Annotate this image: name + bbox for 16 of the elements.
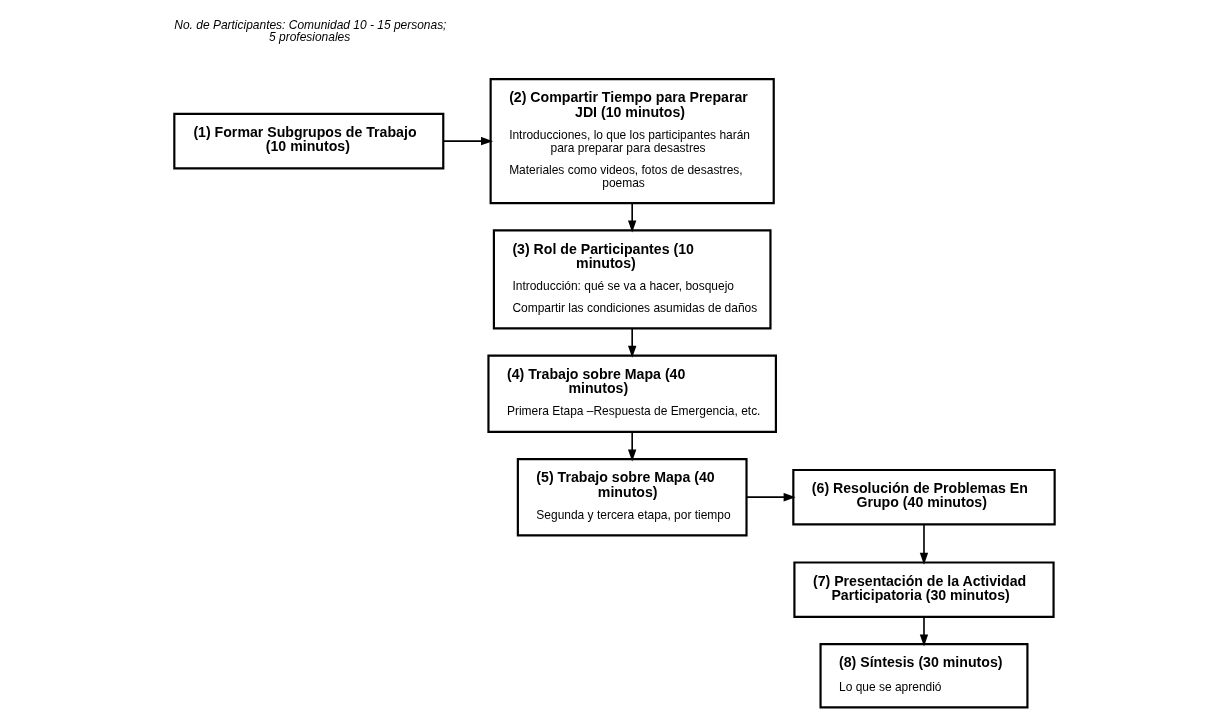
node-box: (6) Resolución de Problemas En Grupo (40 minutos) — [791, 468, 1056, 526]
label: No. de Participantes: Comunidad 10 - 15 personas; 5 profesionales — [173, 17, 446, 44]
node-box: (3) Rol de Participantes (10 minutos) Introducción: qué se va a hacer, bosquejo Compartir las condiciones asumidas de daños — [492, 229, 772, 330]
arrow — [627, 202, 636, 233]
arrow — [442, 136, 493, 146]
node-box: (1) Formar Subgrupos de Trabajo (10 minutos) — [172, 112, 444, 170]
node-box: (8) Síntesis (30 minutos) Lo que se aprendió — [818, 643, 1028, 709]
node-box: (5) Trabajo sobre Mapa (40 minutos) Segunda y tercera etapa, por tiempo — [516, 458, 748, 537]
arrow — [745, 493, 796, 502]
arrow — [627, 327, 636, 358]
arrow — [627, 431, 636, 462]
arrow — [919, 616, 928, 647]
node-box: (2) Compartir Tiempo para Preparar JDI (10 minutos) Introducciones, lo que los participantes harán para preparar para desastres Materiales como videos, fotos de desastres, poemas — [489, 78, 775, 205]
arrow — [919, 523, 928, 565]
node-box: (4) Trabajo sobre Mapa (40 minutos) Primera Etapa –Respuesta de Emergencia, etc. — [486, 354, 777, 433]
node-box: (7) Presentación de la Actividad Participatoria (30 minutos) — [792, 561, 1055, 619]
